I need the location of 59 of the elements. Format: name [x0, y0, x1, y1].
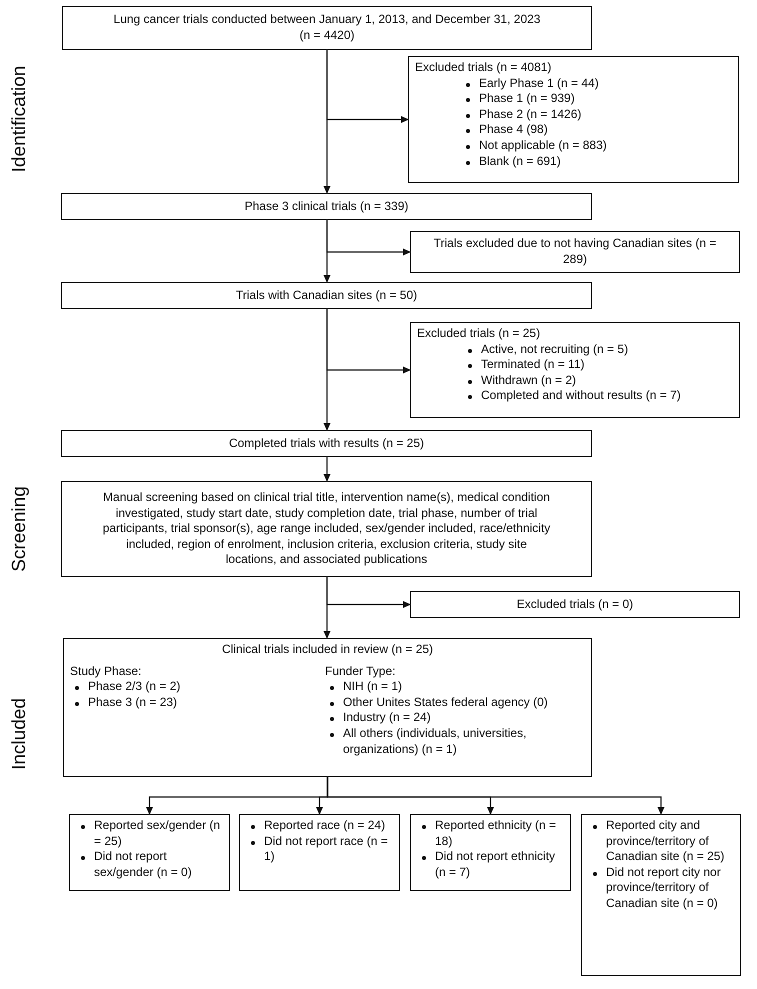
list-item: Did not report sex/gender (n = 0): [94, 849, 192, 879]
box-heading: Clinical trials included in review (n = 25): [220, 642, 434, 658]
box-text: Manual screening based on clinical trial title, intervention name(s), medical condition investigated, study start date, study completion date, trial phase, number of trial participants, trial sponsor(s), age range included, sex/gender included, race/ethnicity included, region of enrolment, inclusion criteria, exclusion criteria, study site locations, and associated publications: [102, 490, 551, 568]
list-item: Did not report city nor province/territory of Canadian site (n = 0): [606, 864, 721, 910]
list-item: Phase 1 (n = 939): [479, 91, 575, 106]
arrow: [324, 50, 330, 194]
process-box: [410, 231, 740, 273]
list-item: Early Phase 1 (n = 44): [479, 76, 599, 90]
list-item: Did not report ethnicity (n = 7): [435, 849, 556, 879]
process-box: [581, 814, 741, 976]
arrow: [324, 577, 330, 639]
list-item: All others (individuals, universities, organizations) (n = 1): [343, 726, 526, 756]
process-box: [61, 193, 592, 220]
list-item: Phase 2/3 (n = 2): [88, 679, 180, 694]
list-item: Other Unites States federal agency (0): [343, 694, 548, 709]
section-label: Identification: [9, 64, 31, 174]
box-text: Trials excluded due to not having Canadian sites (n = 289): [432, 236, 718, 268]
process-box: [239, 814, 400, 891]
list-item: Reported city and province/territory of Canadian site (n = 25): [606, 818, 724, 864]
arrow: [324, 457, 330, 482]
section-label: Screening: [9, 485, 31, 574]
list-item: Phase 2 (n = 1426): [479, 106, 582, 121]
box-text: Excluded trials (n = 0): [516, 596, 634, 612]
box-heading: Excluded trials (n = 4081): [415, 60, 552, 76]
list-item: Reported race (n = 24): [264, 818, 386, 832]
list-item: Blank (n = 691): [479, 154, 561, 168]
section-label: Included: [9, 697, 31, 772]
arrow: [324, 220, 330, 283]
process-box: [61, 282, 592, 309]
process-box: [61, 481, 592, 577]
process-box: [410, 322, 740, 418]
column-heading: Funder Type:: [325, 664, 396, 680]
box-text: Lung cancer trials conducted between January 1, 2013, and December 31, 2023 (n = 4420): [113, 12, 541, 44]
process-box: [63, 638, 592, 777]
list-item: Active, not recruiting (n = 5): [481, 342, 628, 356]
list-item: Withdrawn (n = 2): [481, 372, 576, 387]
process-box: [410, 591, 740, 618]
list-item: Industry (n = 24): [343, 710, 431, 724]
process-box: [410, 814, 571, 891]
list-item: Reported ethnicity (n = 18): [435, 818, 556, 848]
column-heading: Study Phase:: [70, 664, 142, 680]
list-item: Phase 3 (n = 23): [88, 694, 178, 709]
box-text: Phase 3 clinical trials (n = 339): [244, 198, 410, 214]
box-text: Trials with Canadian sites (n = 50): [234, 288, 418, 304]
process-box: [69, 814, 230, 891]
list-item: Did not report race (n = 1): [264, 834, 388, 864]
process-box: [62, 6, 592, 50]
box-text: Completed trials with results (n = 25): [228, 436, 426, 452]
process-box: [61, 430, 592, 457]
process-box: [408, 56, 739, 183]
list-item: Terminated (n = 11): [481, 357, 584, 372]
box-heading: Excluded trials (n = 25): [417, 326, 542, 342]
list-item: Phase 4 (98): [479, 122, 548, 136]
list-item: NIH (n = 1): [343, 679, 402, 694]
arrow: [324, 309, 330, 431]
list-item: Completed and without results (n = 7): [481, 388, 681, 402]
list-item: Not applicable (n = 883): [479, 138, 607, 152]
arrow: [326, 777, 664, 815]
list-item: Reported sex/gender (n = 25): [94, 818, 220, 848]
